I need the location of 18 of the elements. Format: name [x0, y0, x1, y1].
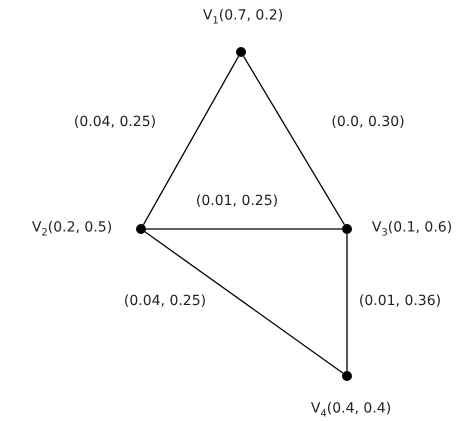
vertex-dot: [342, 224, 352, 234]
edge-line: [142, 56, 240, 225]
edge-label: (0.0, 0.30): [331, 114, 405, 130]
vertex-label: V$_{3}$(0.1, 0.6): [372, 220, 452, 238]
edge-label: (0.01, 0.25): [196, 193, 278, 209]
edge-line: [243, 56, 345, 226]
edge-line: [144, 231, 344, 374]
edge-label: (0.04, 0.25): [74, 114, 156, 130]
vertex-dot: [136, 224, 146, 234]
vertex-label: V$_{2}$(0.2, 0.5): [32, 220, 112, 238]
vertex-label: V$_{4}$(0.4, 0.4): [310, 400, 392, 420]
vertex-dot: [342, 371, 352, 381]
edge-line: [346, 234, 348, 371]
vertex-label: V$_{1}$(0.7, 0.2): [202, 8, 284, 26]
edge-label: (0.01, 0.36): [358, 293, 442, 309]
edge-label: (0.04, 0.25): [124, 293, 206, 309]
vertex-dot: [236, 47, 246, 57]
edge-line: [146, 228, 342, 230]
